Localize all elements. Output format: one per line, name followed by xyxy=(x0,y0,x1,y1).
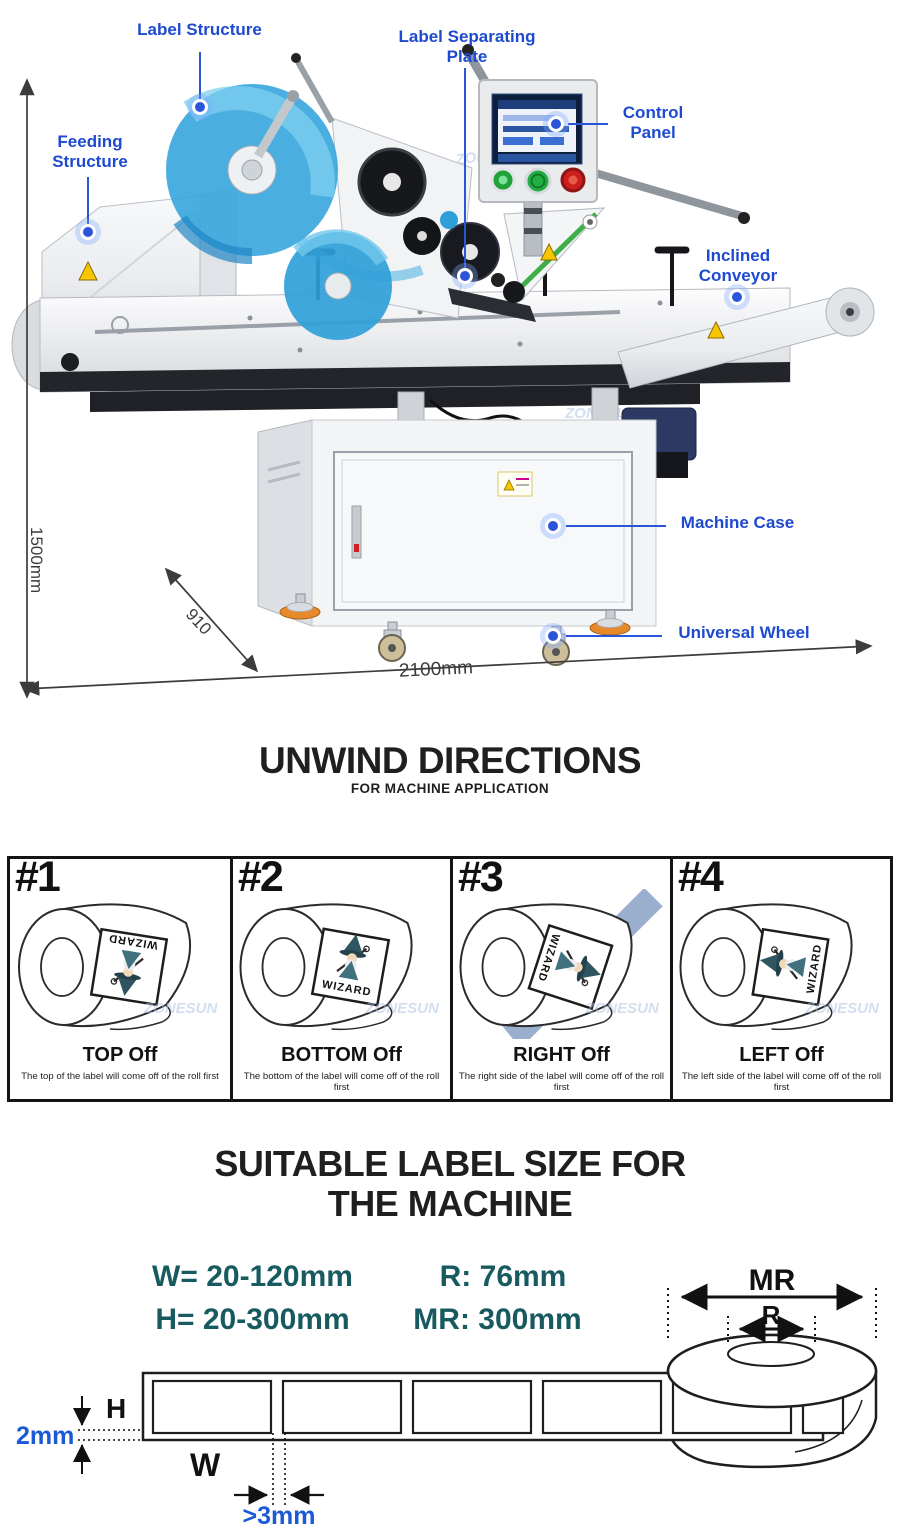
label-size-title: SUITABLE LABEL SIZE FOR THE MACHINE xyxy=(214,1143,686,1225)
panel-title: BOTTOM Off xyxy=(281,1044,402,1066)
unwind-panel-1: #1 ZONESUN WIZARD ZONESUN TOP Off The to… xyxy=(10,859,230,1099)
door-handle xyxy=(351,505,362,559)
watermark: ZONESUN xyxy=(585,1000,661,1017)
green-button xyxy=(524,167,552,195)
panel-number: #2 xyxy=(238,859,284,901)
callout-inclined-conveyor: Inclined Conveyor xyxy=(698,246,778,286)
watermark: ZONESUN xyxy=(143,1000,219,1017)
unwind-title: UNWIND DIRECTIONS xyxy=(258,740,642,781)
margin-label: 2mm xyxy=(16,1422,74,1450)
rollers xyxy=(357,147,520,295)
label-gap-annotation: >3mm xyxy=(234,1433,324,1529)
callout-label-structure: Label Structure xyxy=(137,20,262,39)
control-panel-part xyxy=(478,79,598,257)
gap-label: >3mm xyxy=(243,1502,316,1529)
liner-margin-annotation: 2mm xyxy=(16,1396,142,1474)
panel-number: #4 xyxy=(678,859,724,901)
callout-leaders xyxy=(87,52,666,637)
spec-label-width: W= 20-120mm xyxy=(152,1260,353,1293)
unwind-panels: #1 ZONESUN WIZARD ZONESUN TOP Off The to… xyxy=(7,856,893,1102)
panel-description: The bottom of the label will come off of… xyxy=(243,1071,440,1093)
callout-label-separating-plate: Label Separating Plate xyxy=(398,27,536,67)
peel-plate xyxy=(448,288,536,322)
warning-triangle-icon xyxy=(78,260,98,281)
dimension-lines xyxy=(19,78,873,699)
dimension-height: 1500mm xyxy=(27,527,46,594)
label-roll-illustration: ZONESUN WIZARD ZONESUN xyxy=(679,903,881,1031)
panel-description: The left side of the label will come off… xyxy=(681,1071,882,1093)
roll-core xyxy=(727,1341,815,1367)
spec-core-radius: R: 76mm xyxy=(439,1260,567,1293)
warning-triangle-icon xyxy=(707,320,725,339)
conveyor xyxy=(11,244,875,412)
label-roll-illustration: ZONESUN WIZARD ZONESUN xyxy=(18,903,219,1031)
label-size-diagram: MR R H W 2mm >3mm xyxy=(16,1264,878,1529)
callout-feeding-structure: Feeding Structure xyxy=(52,132,128,172)
rewind-roll xyxy=(284,229,392,340)
unwind-panel-2: #2 ZONESUN WIZARD ZONESUN BOTTOM Off The… xyxy=(230,859,450,1099)
dimension-length: 2100mm xyxy=(398,657,474,682)
h-label: H xyxy=(106,1393,126,1424)
panel-bracket xyxy=(503,207,606,303)
w-label: W xyxy=(190,1447,221,1483)
panel-number: #3 xyxy=(458,859,504,901)
spec-label-height: H= 20-300mm xyxy=(155,1303,350,1336)
r-dimension: R xyxy=(727,1300,816,1346)
unwind-panel-3: #3 ZONESUN WIZARD ZONESUN RIGHT Off The … xyxy=(450,859,670,1099)
machine-case-part xyxy=(257,387,697,666)
inclined-conveyor-part xyxy=(617,287,875,389)
machine-illustration: ZONESUN ZONESUN ZONESUN xyxy=(11,44,875,699)
unwind-panel-4: #4 ZONESUN WIZARD ZONESUN LEFT Off The l… xyxy=(670,859,890,1099)
watermark: ZONESUN xyxy=(805,1000,881,1017)
label-roll-illustration: ZONESUN WIZARD ZONESUN xyxy=(459,889,663,1039)
callout-universal-wheel: Universal Wheel xyxy=(678,623,810,642)
panel-title: LEFT Off xyxy=(739,1044,824,1066)
warning-triangle-icon xyxy=(540,242,558,261)
panel-description: The top of the label will come off of th… xyxy=(21,1071,219,1082)
callout-machine-case: Machine Case xyxy=(680,513,795,532)
callout-dots xyxy=(75,94,750,649)
labels-on-strip xyxy=(151,1379,845,1435)
warning-sticker xyxy=(497,471,533,497)
panel-number: #1 xyxy=(15,859,61,901)
panel-description: The right side of the label will come of… xyxy=(458,1071,665,1093)
panel-title: RIGHT Off xyxy=(513,1044,610,1066)
r-label: R xyxy=(762,1300,781,1330)
mr-dimension: MR xyxy=(667,1264,877,1338)
label-roll-illustration: ZONESUN WIZARD ZONESUN xyxy=(239,903,441,1031)
unwind-subtitle: FOR MACHINE APPLICATION xyxy=(350,781,550,796)
spec-max-roll: MR: 300mm xyxy=(413,1303,582,1336)
panel-title: TOP Off xyxy=(82,1044,158,1066)
mr-label: MR xyxy=(749,1264,796,1297)
watermark: ZONESUN xyxy=(365,1000,441,1017)
label-roll xyxy=(166,84,338,265)
callout-control-panel: Control Panel xyxy=(622,103,684,143)
